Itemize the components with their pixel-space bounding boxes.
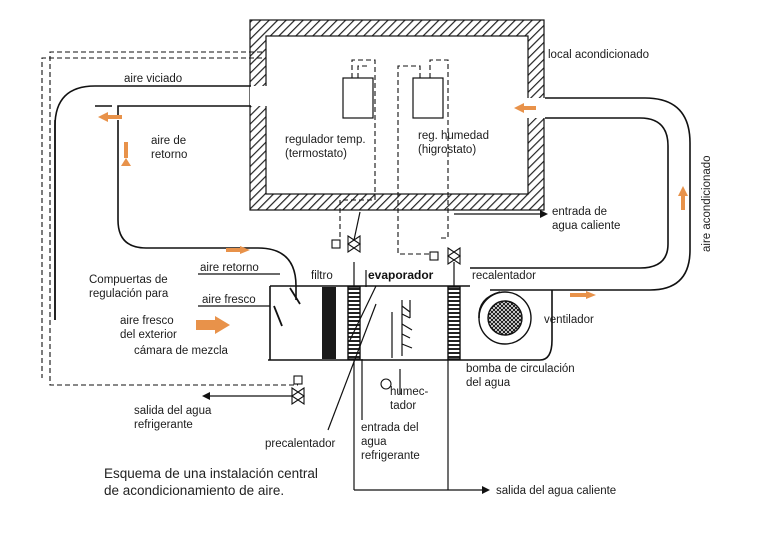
label-humec: humec- xyxy=(390,386,429,398)
label-local: local acondicionado xyxy=(548,49,649,61)
label-tador: tador xyxy=(390,400,416,412)
label-aire-retorno: aire retorno xyxy=(200,262,259,274)
label-termostato: (termostato) xyxy=(285,148,347,160)
supply-duct xyxy=(470,97,691,291)
label-aire-fresco-ext: aire fresco xyxy=(120,315,174,327)
label-aire-fresco: aire fresco xyxy=(202,294,256,306)
caption-line-2: de acondicionamiento de aire. xyxy=(104,483,284,498)
label-salida-agua: salida del agua xyxy=(134,405,212,417)
label-precalentador: precalentador xyxy=(265,438,335,450)
label-entrada-del: entrada del xyxy=(361,422,419,434)
regulators xyxy=(342,77,444,119)
label-salida-caliente: salida del agua caliente xyxy=(496,485,616,497)
label-agua-caliente: agua caliente xyxy=(552,220,620,232)
filter xyxy=(322,287,336,359)
label-compuertas: Compuertas de xyxy=(89,274,168,286)
label-aire-acondicionado: aire acondicionado xyxy=(701,155,713,252)
control-lines xyxy=(41,51,449,386)
reheater-coil xyxy=(447,286,461,360)
conditioned-room xyxy=(249,19,545,211)
air-flow-arrows xyxy=(98,103,688,334)
label-regulacion-para: regulación para xyxy=(89,288,169,300)
label-ventilador: ventilador xyxy=(544,314,594,326)
label-filtro: filtro xyxy=(311,270,333,282)
label-reg-temp: regulador temp. xyxy=(285,134,366,146)
label-del-exterior: del exterior xyxy=(120,329,177,341)
label-refrigerante: refrigerante xyxy=(134,419,193,431)
label-aire-viciado: aire viciado xyxy=(124,73,182,85)
label-aire-de: aire de xyxy=(151,135,186,147)
label-entrada-de: entrada de xyxy=(552,206,607,218)
label-evaporador: evaporador xyxy=(368,268,434,282)
caption: Esquema de una instalación central de ac… xyxy=(104,466,318,498)
label-del-agua: del agua xyxy=(466,377,511,389)
label-retorno: retorno xyxy=(151,149,187,161)
caption-line-1: Esquema de una instalación central xyxy=(104,466,318,481)
labels: local acondicionado aire viciado aire de… xyxy=(89,49,713,497)
label-recalentador: recalentador xyxy=(472,270,536,282)
water-pipes xyxy=(327,210,548,494)
valves xyxy=(202,234,461,406)
fan xyxy=(478,291,532,345)
humidifier xyxy=(391,300,413,358)
dampers xyxy=(198,273,301,327)
label-agua: agua xyxy=(361,436,387,448)
label-reg-humedad: reg. humedad xyxy=(418,130,489,142)
label-bomba: bomba de circulación xyxy=(466,363,575,375)
label-camara: cámara de mezcla xyxy=(134,345,229,357)
label-refrigerante-2: refrigerante xyxy=(361,450,420,462)
label-higrostato: (higrostato) xyxy=(418,144,476,156)
air-handling-unit xyxy=(268,285,553,361)
